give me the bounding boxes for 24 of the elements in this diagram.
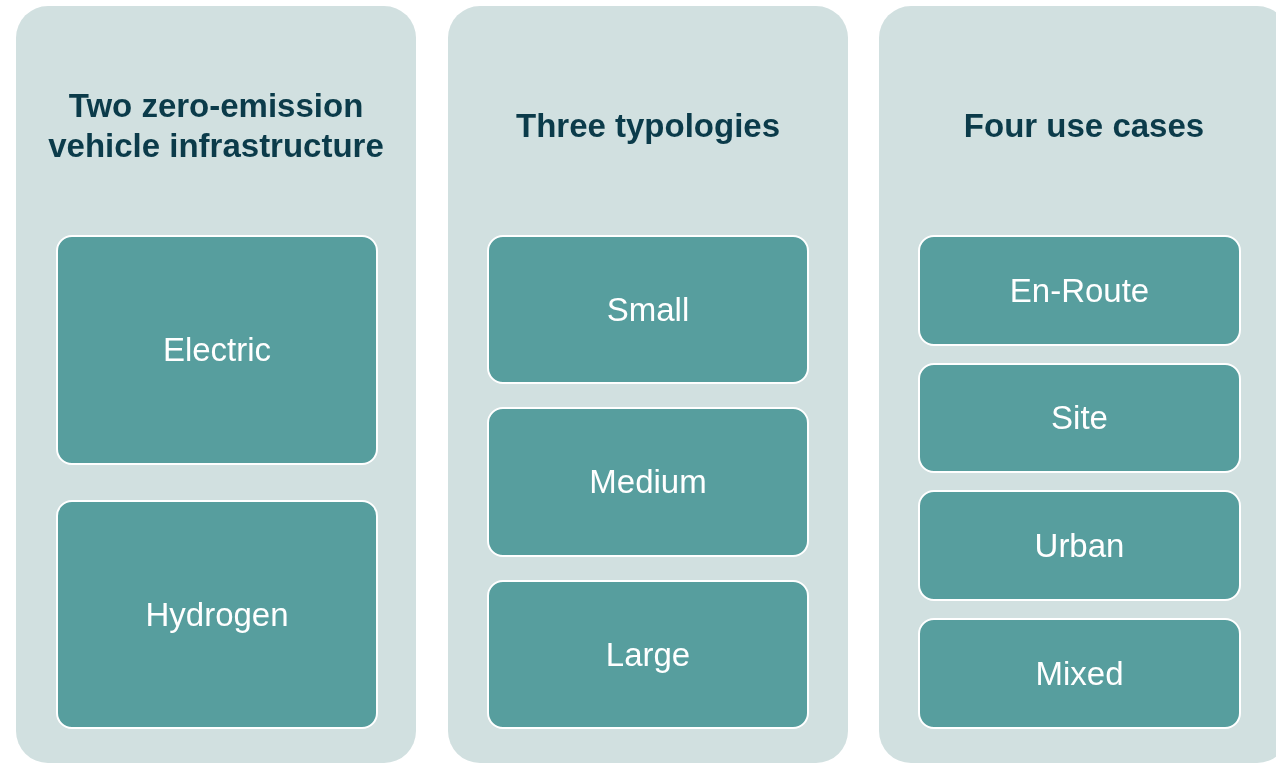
category-box bbox=[487, 580, 809, 729]
column-heading: Three typologies bbox=[514, 106, 782, 147]
category-label: Electric bbox=[162, 331, 272, 369]
category-label: Medium bbox=[589, 463, 707, 501]
category-label: Urban bbox=[1034, 526, 1125, 565]
category-box bbox=[918, 235, 1241, 346]
category-label: Large bbox=[605, 635, 691, 674]
category-label: Mixed bbox=[1035, 654, 1124, 693]
category-box bbox=[918, 618, 1241, 729]
category-box bbox=[918, 363, 1241, 473]
category-box bbox=[487, 407, 809, 557]
category-box bbox=[487, 235, 809, 384]
category-label: Site bbox=[1051, 399, 1108, 437]
category-label: Small bbox=[606, 290, 690, 329]
category-box bbox=[56, 235, 378, 465]
category-label: En-Route bbox=[1009, 271, 1150, 310]
column-heading: Two zero-emission vehicle infrastructure bbox=[47, 86, 385, 166]
column-heading: Four use cases bbox=[962, 106, 1206, 147]
category-box bbox=[918, 490, 1241, 601]
column-panel bbox=[16, 6, 416, 763]
category-box bbox=[56, 500, 378, 729]
category-label: Hydrogen bbox=[145, 595, 289, 634]
column-panel bbox=[879, 6, 1276, 763]
column-panel bbox=[448, 6, 848, 763]
